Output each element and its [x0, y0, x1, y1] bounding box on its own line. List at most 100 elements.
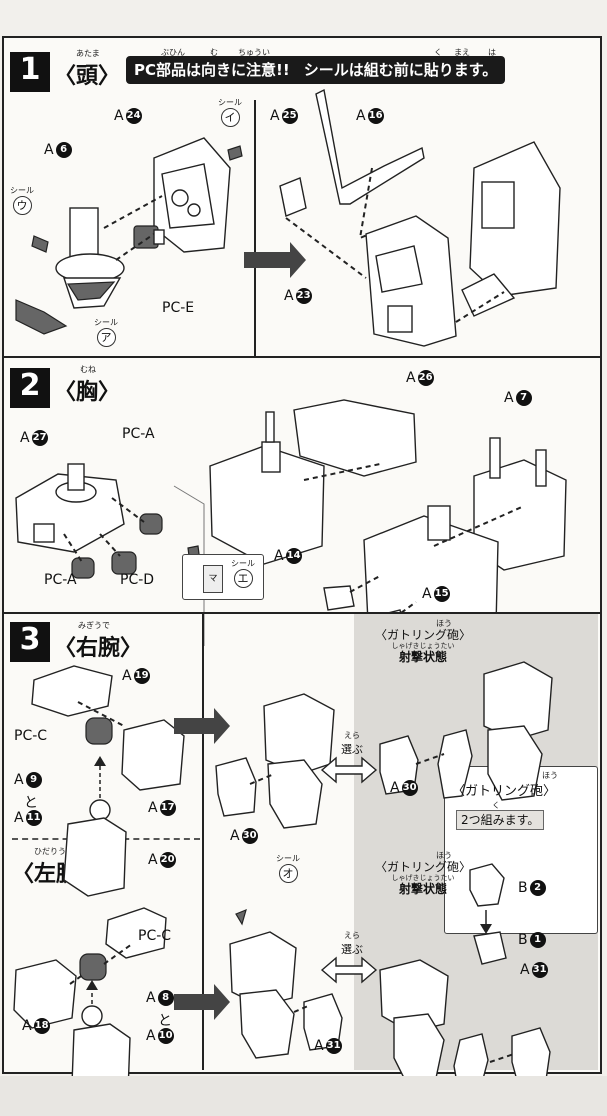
number-badge: 19	[133, 668, 150, 684]
number-badge: 1	[529, 932, 546, 948]
banner-ruby-kumu: く	[434, 48, 442, 57]
left-arm-arrow	[174, 984, 230, 1020]
step2-number: 2	[10, 368, 50, 408]
arm-parts-drawing	[13, 661, 553, 1101]
head-assembled-part	[461, 141, 561, 317]
seal-e-label: シールエ	[231, 559, 255, 588]
pc-c-left-part	[79, 953, 107, 981]
choose-top-ruby: えら	[344, 731, 360, 740]
step1-divider	[254, 100, 256, 356]
number-badge: 17	[159, 800, 176, 816]
label-pcc-left: PC-C	[138, 928, 172, 944]
number-badge: 30	[241, 828, 258, 844]
step1-bottom-border	[4, 356, 600, 358]
seal-i-piece	[227, 145, 243, 161]
seal-letter-u: ウ	[12, 196, 32, 215]
step3-number: 3	[10, 622, 50, 662]
step1-banner: PC部品は向きに注意!! シールは組む前に貼ります。	[126, 56, 506, 84]
step3-divider	[202, 614, 204, 1070]
left-arm-assembled-part	[229, 931, 297, 1059]
gatling-mode-bottom-title: 〈ガトリング砲〉	[374, 860, 471, 874]
head-a25-part	[279, 177, 307, 217]
banner-ruby-chui: ちゅうい	[238, 48, 270, 57]
banner-ruby-ha: は	[488, 48, 496, 57]
gatling-mode-top: 〈ガトリング砲〉 しゃげきじょうたい 射撃状態	[358, 628, 488, 664]
right-arm-arrow	[174, 708, 230, 744]
number-badge: 24	[125, 108, 142, 124]
step1-title: 〈頭〉	[54, 64, 121, 89]
step1-number: 1	[10, 52, 50, 92]
seal-o-piece	[235, 908, 247, 926]
label-to-left: と	[158, 1013, 172, 1029]
choose-top: えら 選ぶ	[332, 730, 372, 757]
gatling-mode-bottom-sub: 射撃状態	[398, 882, 447, 896]
choose-arrow-top	[320, 756, 378, 784]
number-badge: 6	[55, 142, 72, 158]
pc-a-top-part	[139, 513, 163, 535]
number-badge: 18	[33, 1018, 50, 1034]
step2-bottom-border	[4, 612, 600, 614]
gatling-mode-top-sub: 射撃状態	[398, 650, 447, 664]
gatling-panel-ruby-ho: ほう	[542, 771, 558, 780]
banner-text-seal-first: シールは組む前に貼ります。	[303, 61, 498, 79]
number-badge: 10	[157, 1028, 174, 1044]
gatling-panel-ruby-ku: く	[492, 801, 500, 810]
gatling-b2-part	[469, 863, 505, 907]
label-pcd: PC-D	[120, 572, 155, 588]
seal-letter-i: イ	[220, 108, 240, 127]
label-pca-top: PC-A	[122, 426, 155, 442]
banner-ruby-buhin: ぶひん	[161, 48, 185, 57]
step2-title-ruby: むね	[80, 365, 96, 374]
number-badge: 15	[433, 586, 450, 602]
seal-o-label: シールオ	[276, 854, 300, 883]
label-pca-bottom: PC-A	[44, 572, 77, 588]
number-badge: 16	[367, 108, 384, 124]
chest-a27-part	[15, 463, 125, 553]
choose-bottom-text: 選ぶ	[341, 943, 363, 956]
right-arm-a30-part	[215, 757, 257, 817]
page-footer-strip	[0, 1076, 607, 1116]
step2-title: 〈胸〉	[54, 380, 121, 405]
gatling-left-assembled-part	[379, 959, 449, 1083]
chest-a14-part	[323, 585, 355, 611]
seal-letter-a: ア	[96, 328, 116, 347]
number-badge: 23	[295, 288, 312, 304]
seal-letter-o: オ	[278, 864, 298, 883]
number-badge: 9	[25, 772, 42, 788]
seal-u-label: シールウ	[10, 186, 34, 215]
gatling-mounted-arm-part	[483, 661, 553, 801]
gatling-small-part	[437, 729, 473, 799]
gatling-top-ruby-sub: しゃげきじょうたい	[391, 642, 455, 650]
label-pcc-right: PC-C	[14, 728, 48, 744]
left-arm-a18-part	[13, 959, 77, 1029]
gatling-mode-top-title: 〈ガトリング砲〉	[374, 628, 471, 642]
left-arm-a20-part	[105, 907, 167, 959]
left-arm-ruby: ひだりうで	[34, 847, 74, 856]
head-a23-part	[365, 215, 457, 347]
number-badge: 25	[281, 108, 298, 124]
right-arm-a9-a11-part	[63, 799, 127, 897]
step1-title-ruby: あたま	[76, 49, 100, 58]
number-badge: 27	[31, 430, 48, 446]
banner-text-pc-direction: PC部品は向きに注意!!	[134, 61, 290, 79]
right-arm-a19-part	[31, 665, 113, 717]
gatling-bottom-ruby-ho: ほう	[436, 851, 452, 860]
number-badge: 11	[25, 810, 42, 826]
pc-d-part	[111, 551, 137, 575]
label-to-right: と	[24, 795, 38, 811]
seal-u-piece	[31, 235, 49, 253]
gatling-bottom-ruby-sub: しゃげきじょうたい	[391, 874, 455, 882]
